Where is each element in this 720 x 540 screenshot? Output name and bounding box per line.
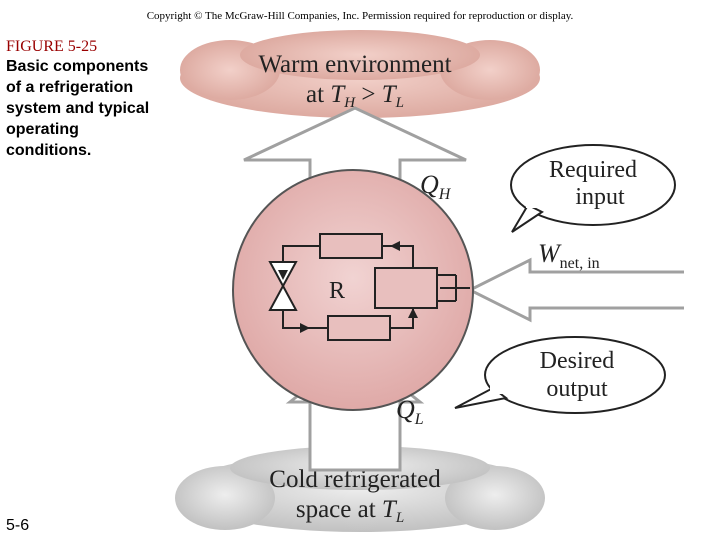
evaporator (327, 315, 391, 341)
flow-arrow-icon (390, 241, 400, 251)
flow-arrow-icon (300, 323, 310, 333)
copyright-notice: Copyright © The McGraw-Hill Companies, I… (146, 10, 574, 22)
warm-environment-cloud: Warm environment at TH > TL (180, 30, 540, 118)
flow-arrow-icon (408, 308, 418, 318)
slide-number: 5-6 (6, 517, 30, 534)
bubble-required-line2: input (575, 184, 625, 210)
condenser (319, 233, 383, 259)
cold-cloud-line2: space at TL (296, 496, 404, 526)
work-label: Wnet, in (538, 239, 600, 272)
bubble-required-line1: Required (549, 157, 637, 183)
bubble-desired-line1: Desired (540, 348, 615, 374)
warm-cloud-line1: Warm environment (258, 51, 451, 78)
figure-caption: FIGURE 5-25 Basic components of a refrig… (6, 38, 156, 161)
flow-arrow-icon (278, 270, 288, 280)
bubble-desired-line2: output (546, 376, 608, 402)
compressor (374, 267, 438, 309)
device-label: R (329, 278, 345, 304)
desired-output-bubble: Desired output (454, 336, 666, 414)
figure-label: FIGURE 5-25 (6, 38, 98, 55)
refrigerator-device: R (232, 169, 474, 411)
required-input-bubble: Required input (510, 144, 676, 233)
qh-label: QH (420, 170, 452, 203)
warm-cloud-line2: at TH > TL (306, 81, 404, 111)
figure-description: Basic components of a refrigeration syst… (6, 58, 150, 159)
